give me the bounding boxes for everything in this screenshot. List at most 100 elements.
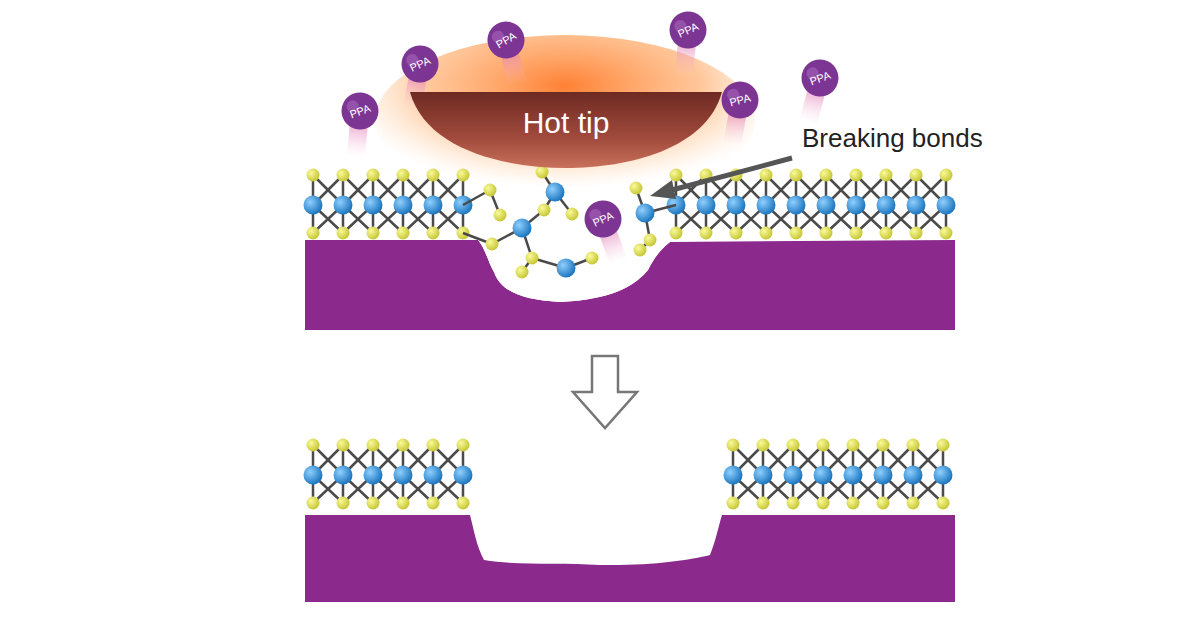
mo-atom [724,466,743,485]
s-atom [757,439,770,452]
substrate-pit [478,240,670,302]
s-atom [910,227,923,240]
s-atom [630,182,643,195]
mo-atom [727,196,746,215]
mo-atom [424,196,443,215]
mo-atom [907,196,926,215]
s-atom [427,497,440,510]
s-atom [457,439,470,452]
hot-tip: Hot tip [410,92,722,168]
s-atom [940,169,953,182]
mo-atom [364,466,383,485]
s-atom [817,439,830,452]
s-atom [850,227,863,240]
broken-fragments [463,166,676,279]
mo-atom [874,466,893,485]
s-atom [910,169,923,182]
molecule-disc [663,5,712,54]
substrate [305,240,955,330]
process-arrow [573,356,637,428]
s-atom [880,227,893,240]
s-atom [538,204,551,217]
s-atom [937,439,950,452]
s-atom [427,169,440,182]
s-atom [787,497,800,510]
mo-atom [304,466,323,485]
s-atom [820,169,833,182]
mo-atom [454,466,473,485]
s-atom [877,497,890,510]
heat-glow [375,35,755,205]
s-atom [307,169,320,182]
s-atom [516,266,529,279]
mo-atom [847,196,866,215]
s-atom [337,497,350,510]
s-atom [850,169,863,182]
s-atom [486,238,499,251]
s-atom [817,497,830,510]
ppa-molecule: PPA [717,77,764,124]
s-atom [367,227,380,240]
s-atom [907,439,920,452]
s-atom [790,169,803,182]
s-atom [790,227,803,240]
s-atom [940,227,953,240]
s-atom [727,497,740,510]
s-atom [367,497,380,510]
s-atom [787,439,800,452]
s-atom [566,208,579,221]
s-atom [700,227,713,240]
mo-atom [424,466,443,485]
s-atom [907,497,920,510]
s-atom [427,227,440,240]
molecule-disc [481,15,532,66]
s-atom [847,497,860,510]
molecule-disc [796,54,843,101]
s-atom [307,439,320,452]
mo-atom [754,466,773,485]
mo-atom [334,196,353,215]
s-atom [847,439,860,452]
mo-atom [304,196,323,215]
mo-atom [513,219,532,238]
s-atom [877,439,890,452]
mo-atom [546,183,565,202]
s-atom [880,169,893,182]
leader-line [672,158,792,190]
s-atom [757,497,770,510]
s-atom [494,209,507,222]
mo-atom [334,466,353,485]
mo-atom [787,196,806,215]
s-atom [337,439,350,452]
mo-atom [814,466,833,485]
mo-atom [557,259,576,278]
mos2-layer [304,169,956,240]
s-atom [307,227,320,240]
s-atom [820,227,833,240]
mos2-layer [304,439,953,510]
s-atom [457,497,470,510]
s-atom [367,439,380,452]
s-atom [457,169,470,182]
ppa-tails [347,29,829,265]
s-atom [307,497,320,510]
mo-atom [904,466,923,485]
s-atom [536,166,549,179]
ppa-molecule: PPA [663,5,713,55]
ppa-molecule: PPA [796,54,845,103]
s-atom [644,234,657,247]
mo-atom [877,196,896,215]
molecule-disc [336,87,383,134]
s-atom [670,227,683,240]
molecule-disc [578,194,627,243]
s-atom [760,227,773,240]
s-atom [730,227,743,240]
mo-atom [394,466,413,485]
mo-atom [394,196,413,215]
tip-outline [410,92,722,168]
s-atom [337,169,350,182]
mo-atom [937,196,956,215]
s-atom [937,497,950,510]
s-atom [367,169,380,182]
